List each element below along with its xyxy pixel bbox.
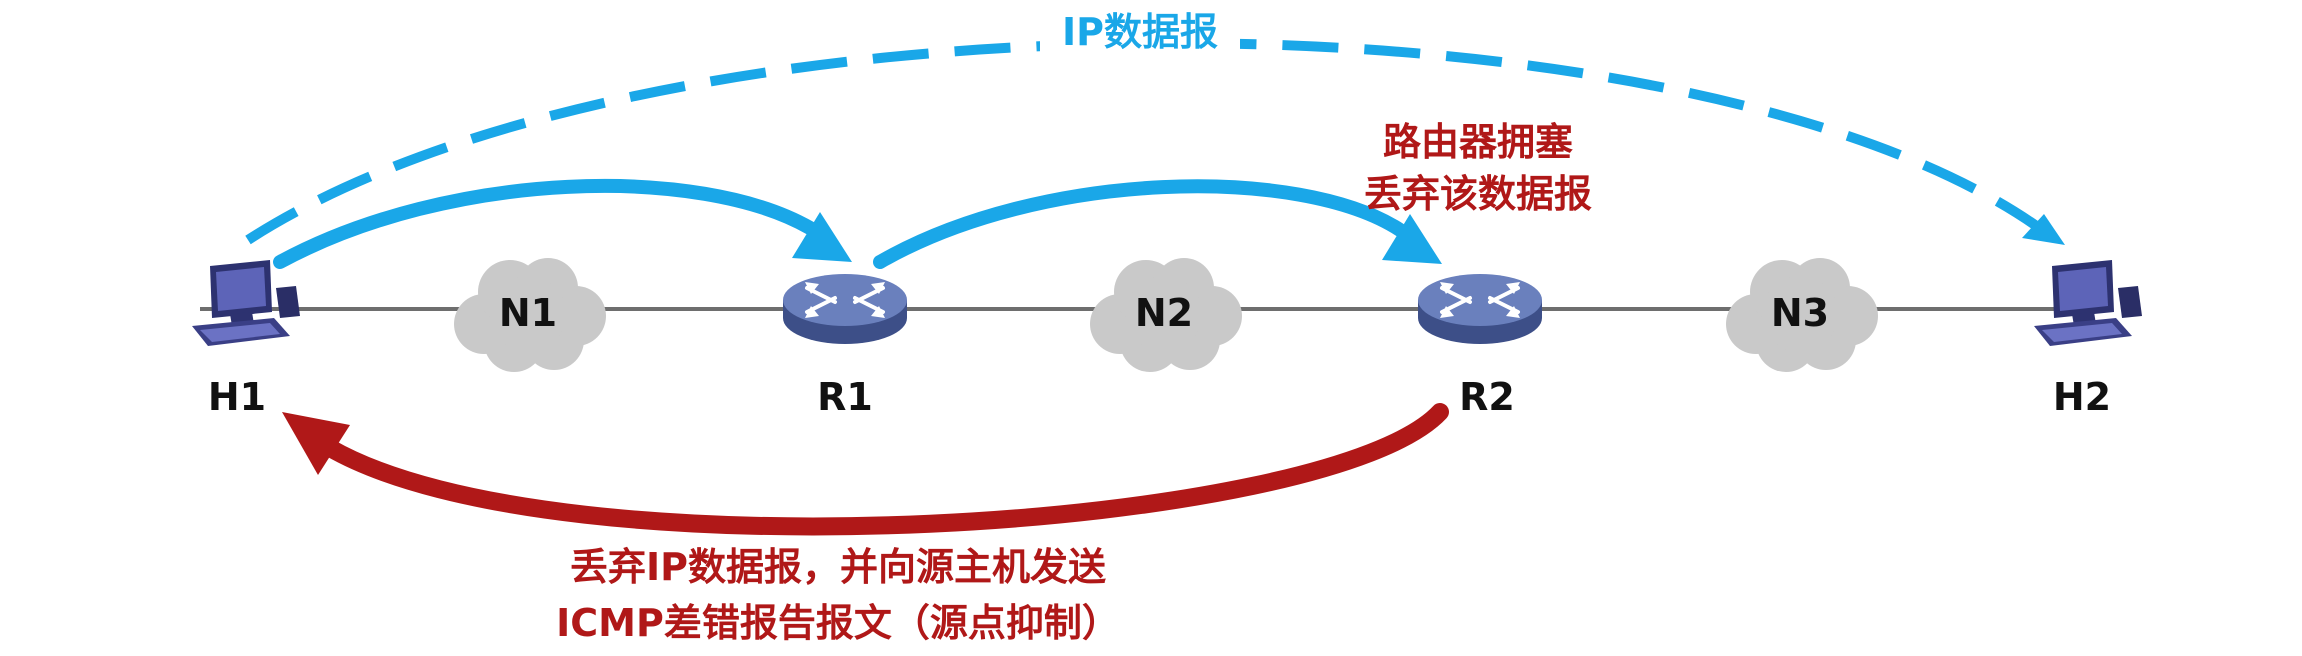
hop-arrowhead-h1-r1 — [792, 212, 852, 262]
congestion-note-line2: 丢弃该数据报 — [1364, 172, 1592, 216]
node-label-h2: H2 — [2053, 375, 2111, 419]
router-badge-r2: ROUTER — [1455, 342, 1506, 355]
ip-datagram-dashed-arrow — [245, 38, 2038, 245]
icmp-return-arrow — [321, 403, 1449, 536]
icmp-note-line2: ICMP差错报告报文（源点抑制） — [556, 601, 1120, 645]
router-badge-r1: ROUTER — [820, 342, 871, 355]
network-label-n1: N1 — [499, 291, 557, 335]
icmp-return-arrowhead — [282, 412, 350, 475]
network-label-n2: N2 — [1135, 291, 1193, 335]
host-h2-icon — [2034, 260, 2142, 346]
network-label-n3: N3 — [1771, 291, 1829, 335]
hop-arrow-h1-r1 — [273, 179, 817, 269]
host-h1-icon — [192, 260, 300, 346]
hop-arrow-r1-r2 — [873, 179, 1407, 269]
ip-datagram-label-bg — [1040, 6, 1240, 58]
node-label-h1: H1 — [208, 375, 266, 419]
node-label-r1: R1 — [817, 375, 873, 419]
router-r2-icon: ROUTER — [1416, 272, 1544, 355]
ip-datagram-label: IP数据报 — [1062, 10, 1218, 54]
icmp-note-line1: 丢弃IP数据报，并向源主机发送 — [570, 545, 1106, 589]
ip-datagram-arrowhead — [2022, 214, 2065, 245]
hop-arrowhead-r1-r2 — [1382, 214, 1442, 264]
node-label-r2: R2 — [1459, 375, 1515, 419]
congestion-note-line1: 路由器拥塞 — [1383, 120, 1573, 164]
router-r1-icon: ROUTER — [781, 272, 909, 355]
